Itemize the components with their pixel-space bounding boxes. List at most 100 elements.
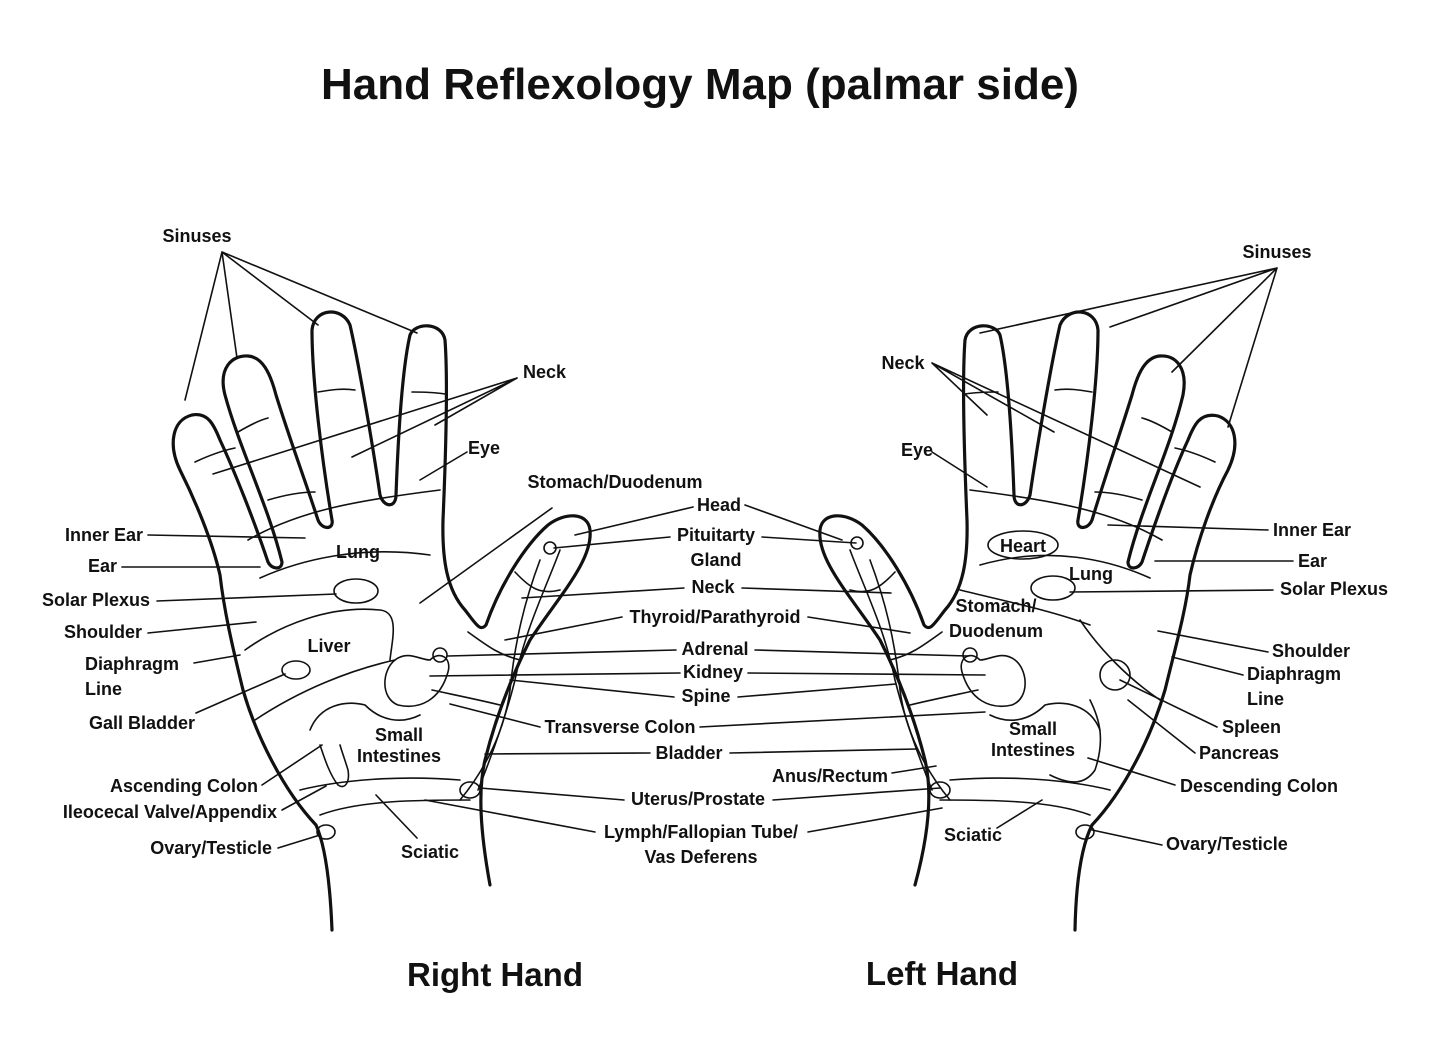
label-right-ascending-colon: Ascending Colon: [110, 776, 258, 796]
label-right-solar-plexus: Solar Plexus: [42, 590, 150, 610]
label-right-lung: Lung: [336, 542, 380, 562]
label-right-ear: Ear: [88, 556, 117, 576]
label-center-transverse-colon: Transverse Colon: [544, 717, 695, 737]
label-center-adrenal: Adrenal: [681, 639, 748, 659]
right-thumb-segment-2: [467, 631, 521, 661]
left-stomach-line: [959, 589, 1091, 626]
right-liver-top: [244, 608, 395, 661]
left-kidney: [960, 654, 1026, 707]
label-center-bladder: Bladder: [655, 743, 722, 763]
right-spine-line: [459, 559, 541, 801]
label-left-stomach-1: Stomach/: [955, 596, 1036, 616]
right-crease-4: [411, 391, 446, 395]
left-lower-line-1: [949, 777, 1111, 791]
label-left-diaphragm-2: Line: [1247, 689, 1284, 709]
left-small-intestine: [989, 702, 1101, 731]
right-crease-5: [267, 491, 316, 501]
label-left-sinuses: Sinuses: [1242, 242, 1311, 262]
label-center-neck: Neck: [691, 577, 735, 597]
label-right-sinuses: Sinuses: [162, 226, 231, 246]
label-left-inner-ear: Inner Ear: [1273, 520, 1351, 540]
left-heart-ellipse: [987, 530, 1059, 560]
label-left-stomach-2: Duodenum: [949, 621, 1043, 641]
label-center-spine: Spine: [681, 686, 730, 706]
right-crease-2: [237, 417, 269, 433]
left-adrenal: [962, 647, 978, 663]
label-left-eye: Eye: [901, 440, 933, 460]
right-lung-line: [259, 550, 431, 579]
right-crease-1: [194, 447, 236, 463]
left-solar-plexus-ellipse: [1030, 575, 1076, 601]
left-uterus-ellipse: [929, 781, 951, 799]
left-spleen-ellipse: [1099, 659, 1131, 691]
page-title: Hand Reflexology Map (palmar side): [321, 60, 1079, 109]
label-center-lymph-1: Lymph/Fallopian Tube/: [604, 822, 798, 842]
label-center-pituitary-1: Pituitarty: [677, 525, 755, 545]
label-left-small-intestines-1: Small: [1009, 719, 1057, 739]
right-adrenal: [432, 647, 448, 663]
label-left-anus-rectum: Anus/Rectum: [772, 766, 888, 786]
left-hand-labels: Sinuses Neck Eye Inner Ear Ear Solar Ple…: [772, 242, 1388, 854]
right-uterus-ellipse: [459, 781, 481, 799]
label-center-kidney: Kidney: [683, 662, 743, 682]
left-crease-3: [1054, 388, 1093, 393]
label-center-uterus-prostate: Uterus/Prostate: [631, 789, 765, 809]
right-ascending-colon: [319, 744, 350, 788]
left-lung-line: [979, 554, 1151, 579]
label-center-thyroid: Thyroid/Parathyroid: [629, 607, 800, 627]
right-thumb-segment-1: [514, 571, 561, 593]
label-left-spleen: Spleen: [1222, 717, 1281, 737]
label-right-small-intestines-1: Small: [375, 725, 423, 745]
label-left-lung: Lung: [1069, 564, 1113, 584]
label-left-descending-colon: Descending Colon: [1180, 776, 1338, 796]
label-left-shoulder: Shoulder: [1272, 641, 1350, 661]
label-center-head: Head: [697, 495, 741, 515]
left-hand: [818, 310, 1237, 932]
label-left-solar-plexus: Solar Plexus: [1280, 579, 1388, 599]
label-left-small-intestines-2: Intestines: [991, 740, 1075, 760]
label-right-gall-bladder: Gall Bladder: [89, 713, 195, 733]
label-right-liver: Liver: [307, 636, 350, 656]
left-spleen-line: [1079, 619, 1161, 701]
left-crease-1: [1174, 447, 1216, 463]
left-crease-4: [964, 391, 999, 395]
right-palm-upper-line: [247, 489, 441, 541]
left-hand-outline: [818, 310, 1237, 932]
right-hand-outline: [171, 310, 592, 932]
left-transverse-colon: [909, 689, 979, 706]
label-right-ileocecal: Ileocecal Valve/Appendix: [63, 802, 277, 822]
leader-lines: [121, 251, 1294, 849]
left-descending-colon: [1049, 699, 1102, 783]
label-right-small-intestines-2: Intestines: [357, 746, 441, 766]
label-left-diaphragm-1: Diaphragm: [1247, 664, 1341, 684]
label-left-sciatic: Sciatic: [944, 825, 1002, 845]
label-right-diaphragm-1: Diaphragm: [85, 654, 179, 674]
label-right-eye: Eye: [468, 438, 500, 458]
label-right-sciatic: Sciatic: [401, 842, 459, 862]
right-kidney: [384, 654, 450, 707]
right-crease-3: [317, 388, 356, 393]
left-ovary-ellipse: [1075, 824, 1095, 840]
right-small-intestine: [309, 702, 421, 731]
label-right-shoulder: Shoulder: [64, 622, 142, 642]
label-right-ovary-testicle: Ovary/Testicle: [150, 838, 272, 858]
left-lower-line-2: [939, 799, 1091, 816]
label-right-diaphragm-2: Line: [85, 679, 122, 699]
label-right-inner-ear: Inner Ear: [65, 525, 143, 545]
left-palm-upper-line: [969, 489, 1163, 541]
right-ovary-ellipse: [316, 824, 336, 840]
label-left-pancreas: Pancreas: [1199, 743, 1279, 763]
right-hand: [171, 310, 592, 932]
label-left-ear: Ear: [1298, 551, 1327, 571]
label-center-stomach-duodenum: Stomach/Duodenum: [527, 472, 702, 492]
caption-left-hand: Left Hand: [866, 955, 1018, 992]
label-left-neck: Neck: [881, 353, 925, 373]
caption-right-hand: Right Hand: [407, 956, 583, 993]
left-thumb-segment-2: [889, 631, 943, 661]
left-crease-2: [1141, 417, 1173, 433]
right-lower-line-1: [299, 777, 461, 791]
label-center-lymph-2: Vas Deferens: [644, 847, 757, 867]
right-gall-bladder-ellipse: [281, 660, 311, 680]
left-crease-5: [1094, 491, 1143, 501]
